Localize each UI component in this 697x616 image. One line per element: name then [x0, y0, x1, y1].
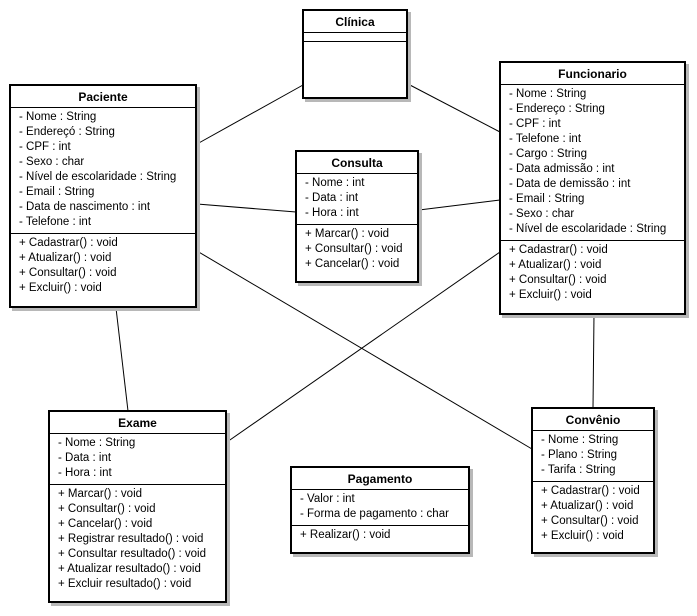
attribute: - Nome : String: [58, 437, 136, 449]
association-paciente-convenio: [196, 250, 533, 450]
method: + Atualizar() : void: [509, 259, 602, 271]
attribute: - Data admissão : int: [509, 163, 615, 175]
attribute: - Plano : String: [541, 449, 618, 461]
attribute: - Nome : String: [509, 88, 587, 100]
method: + Consultar() : void: [509, 274, 607, 286]
attribute: - Data de demissão : int: [509, 178, 631, 190]
class-clinica[interactable]: Clínica: [302, 9, 408, 99]
method: + Atualizar() : void: [19, 252, 112, 264]
method: + Consultar() : void: [541, 515, 639, 527]
method: + Registrar resultado() : void: [58, 533, 204, 545]
attribute: - CPF : int: [19, 141, 71, 153]
methods-compartment: + Cadastrar() : void + Atualizar() : voi…: [533, 482, 653, 547]
class-paciente[interactable]: Paciente - Nome : String - Endereçó : St…: [9, 84, 197, 308]
method: + Realizar() : void: [300, 529, 391, 541]
attribute: - Nome : int: [305, 177, 365, 189]
attribute: - Tarifa : String: [541, 464, 616, 476]
association-paciente-exame: [115, 307, 129, 412]
class-name: Consulta: [297, 152, 417, 174]
class-consulta[interactable]: Consulta - Nome : int - Data : int - Hor…: [295, 150, 419, 283]
class-name: Clínica: [304, 11, 406, 33]
method: + Excluir() : void: [541, 530, 624, 542]
methods-compartment: + Marcar() : void + Consultar() : void +…: [50, 485, 225, 595]
attribute: - Email : String: [509, 193, 585, 205]
attributes-compartment: - Nome : String - Plano : String - Tarif…: [533, 431, 653, 482]
methods-compartment: + Cadastrar() : void + Atualizar() : voi…: [11, 234, 195, 299]
methods-compartment: [304, 42, 406, 97]
association-paciente-consulta: [196, 203, 297, 213]
attributes-compartment: - Nome : String - Data : int - Hora : in…: [50, 434, 225, 485]
class-pagamento[interactable]: Pagamento - Valor : int - Forma de pagam…: [290, 466, 470, 554]
attribute: - Nome : String: [19, 111, 97, 123]
methods-compartment: + Cadastrar() : void + Atualizar() : voi…: [501, 241, 684, 306]
attributes-compartment: [304, 33, 406, 42]
attribute: - CPF : int: [509, 118, 561, 130]
method: + Consultar() : void: [19, 267, 117, 279]
attribute: - Data de nascimento : int: [19, 201, 151, 213]
method: + Cancelar() : void: [305, 258, 400, 270]
method: + Atualizar() : void: [541, 500, 634, 512]
attribute: - Telefone : int: [509, 133, 582, 145]
method: + Excluir() : void: [509, 289, 592, 301]
class-name: Funcionario: [501, 63, 684, 85]
attributes-compartment: - Nome : String - Endereçó : String - CP…: [11, 108, 195, 234]
attribute: - Cargo : String: [509, 148, 587, 160]
attribute: - Forma de pagamento : char: [300, 508, 449, 520]
method: + Cadastrar() : void: [19, 237, 118, 249]
attributes-compartment: - Nome : String - Endereço : String - CP…: [501, 85, 684, 241]
attribute: - Hora : int: [58, 467, 112, 479]
class-name: Exame: [50, 412, 225, 434]
class-name: Paciente: [11, 86, 195, 108]
attribute: - Hora : int: [305, 207, 359, 219]
association-paciente-clinica: [196, 84, 304, 145]
method: + Marcar() : void: [58, 488, 143, 500]
methods-compartment: + Realizar() : void: [292, 526, 468, 546]
attribute: - Sexo : char: [509, 208, 575, 220]
attribute: - Data : int: [58, 452, 112, 464]
method: + Excluir resultado() : void: [58, 578, 192, 590]
method: + Cadastrar() : void: [541, 485, 640, 497]
method: + Cancelar() : void: [58, 518, 153, 530]
attribute: - Data : int: [305, 192, 359, 204]
method: + Consultar resultado() : void: [58, 548, 206, 560]
attribute: - Nome : String: [541, 434, 619, 446]
attribute: - Endereço : String: [509, 103, 605, 115]
method: + Consultar() : void: [58, 503, 156, 515]
association-clinica-funcionario: [407, 83, 501, 133]
class-name: Convênio: [533, 409, 653, 431]
association-consulta-funcionario: [418, 199, 501, 211]
method: + Marcar() : void: [305, 228, 390, 240]
class-convenio[interactable]: Convênio - Nome : String - Plano : Strin…: [531, 407, 655, 554]
attribute: - Endereçó : String: [19, 126, 115, 138]
attribute: - Nível de escolaridade : String: [19, 171, 177, 183]
method: + Cadastrar() : void: [509, 244, 608, 256]
class-exame[interactable]: Exame - Nome : String - Data : int - Hor…: [48, 410, 227, 603]
attribute: - Nível de escolaridade : String: [509, 223, 667, 235]
attribute: - Telefone : int: [19, 216, 92, 228]
attribute: - Email : String: [19, 186, 95, 198]
method: + Atualizar resultado() : void: [58, 563, 201, 575]
attribute: - Valor : int: [300, 493, 355, 505]
methods-compartment: + Marcar() : void + Consultar() : void +…: [297, 225, 417, 275]
attribute: - Sexo : char: [19, 156, 85, 168]
method: + Excluir() : void: [19, 282, 102, 294]
method: + Consultar() : void: [305, 243, 403, 255]
association-funcionario-convenio: [592, 313, 595, 409]
association-funcionario-exame: [226, 251, 501, 443]
class-funcionario[interactable]: Funcionario - Nome : String - Endereço :…: [499, 61, 686, 315]
attributes-compartment: - Nome : int - Data : int - Hora : int: [297, 174, 417, 225]
class-name: Pagamento: [292, 468, 468, 490]
attributes-compartment: - Valor : int - Forma de pagamento : cha…: [292, 490, 468, 526]
